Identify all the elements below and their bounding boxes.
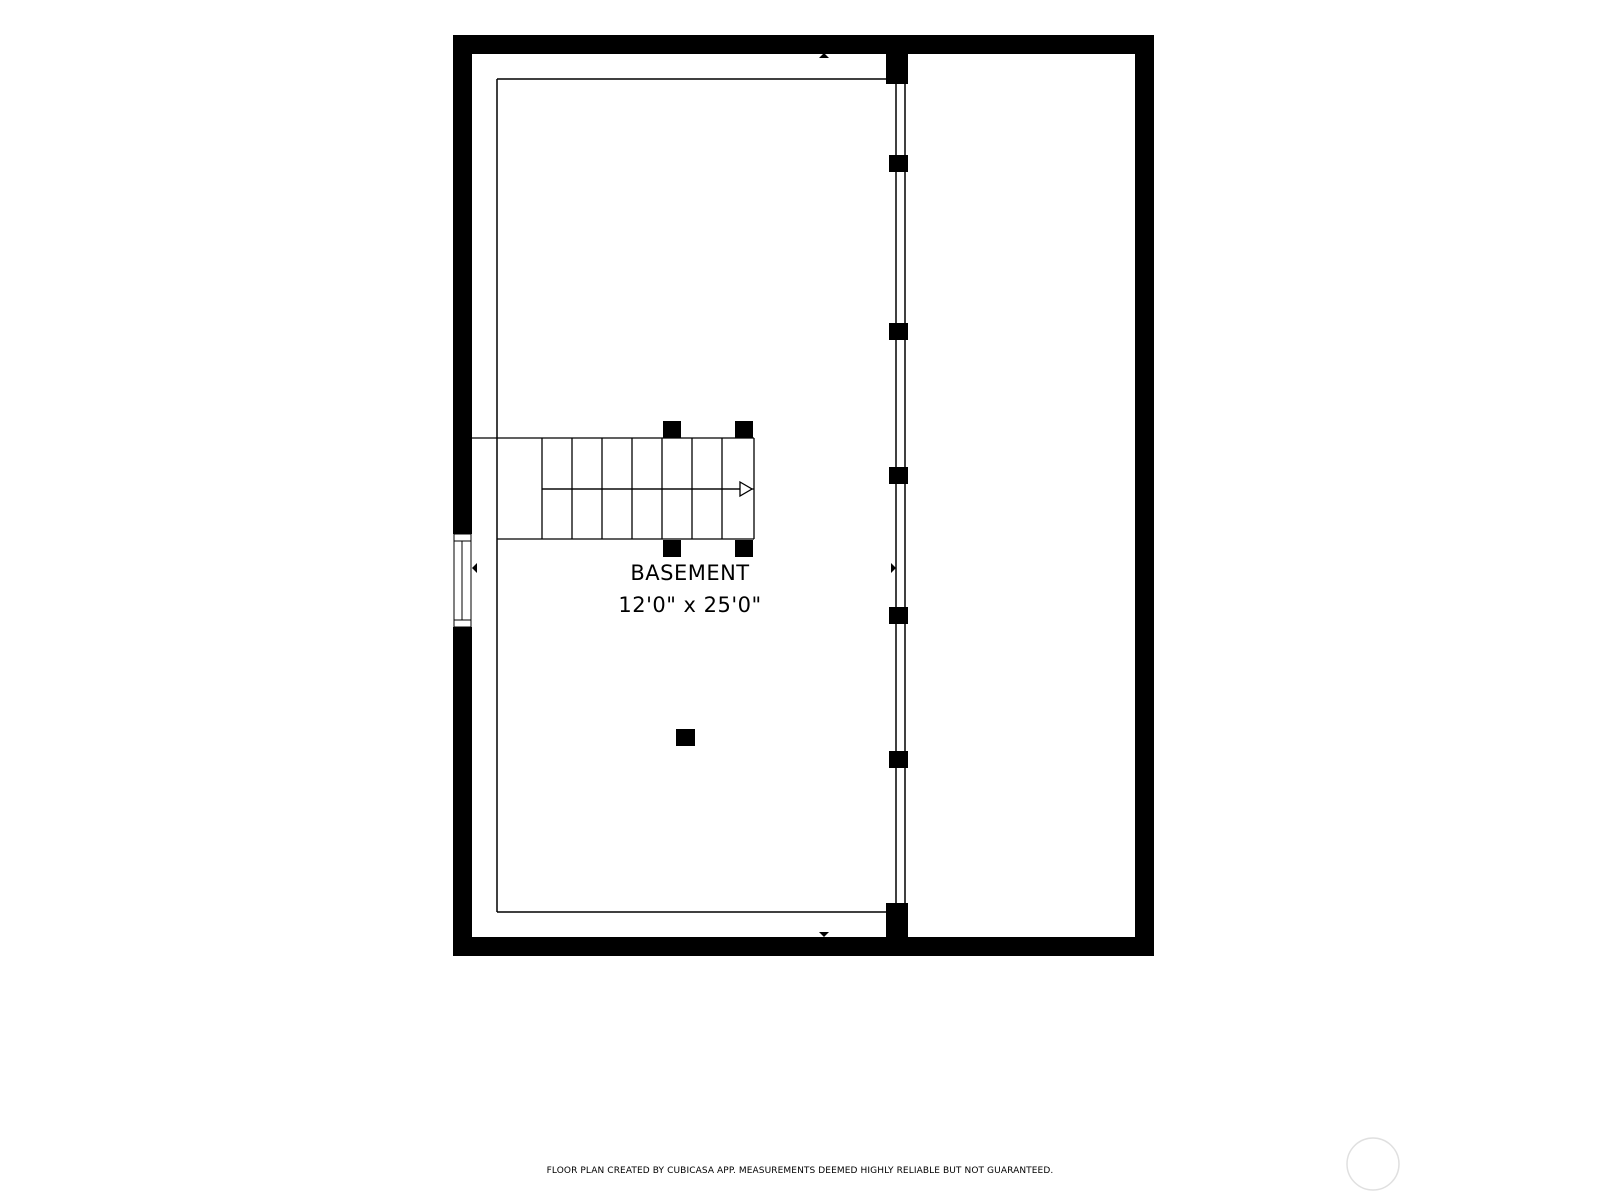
window-left: [453, 533, 472, 628]
wall-left-upper: [453, 35, 472, 534]
stair-direction-arrow: [739, 480, 754, 498]
staircase: [472, 437, 755, 540]
post: [889, 467, 908, 484]
exterior-walls: [453, 35, 1154, 956]
room-name-label: BASEMENT: [630, 561, 750, 585]
disclaimer-text: FLOOR PLAN CREATED BY CUBICASA APP. MEAS…: [546, 1166, 1054, 1176]
room-inner-outline: [496, 78, 886, 913]
dimension-markers: [472, 53, 896, 937]
wall-right: [1135, 35, 1154, 956]
post: [889, 323, 908, 340]
wall-left-lower: [453, 627, 472, 956]
wall-bottom: [453, 937, 1154, 956]
post: [889, 607, 908, 624]
support-column: [676, 729, 695, 746]
post: [889, 751, 908, 768]
wall-top: [453, 35, 1154, 54]
badge-circle: [1346, 1137, 1400, 1191]
room-dimensions-label: 12'0" x 25'0": [618, 593, 762, 617]
partition-wall: [886, 54, 908, 937]
stair-posts: [663, 421, 753, 557]
post: [889, 155, 908, 172]
